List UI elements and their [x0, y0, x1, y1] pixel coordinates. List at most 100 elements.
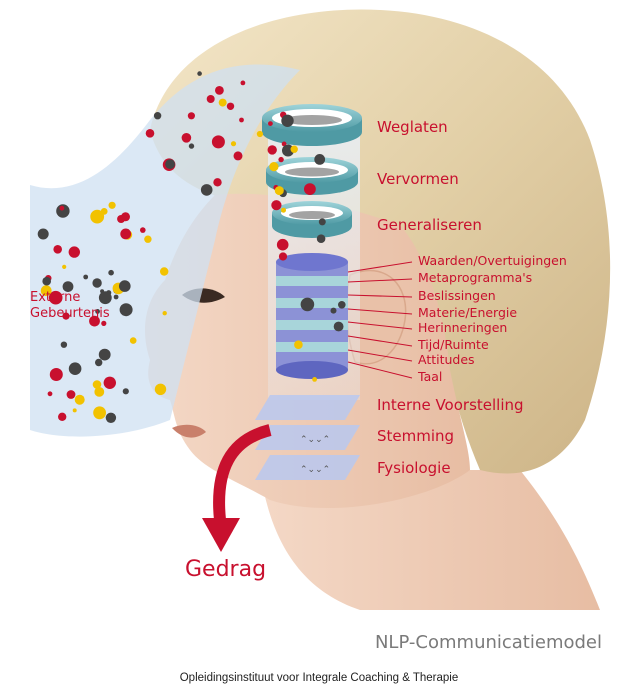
- event-dot: [333, 321, 344, 332]
- event-dot: [230, 141, 237, 147]
- svg-text:⌃⌄⌄⌃: ⌃⌄⌄⌃: [300, 435, 330, 445]
- event-dot: [215, 86, 224, 95]
- event-dot: [95, 309, 100, 314]
- event-dot: [62, 281, 74, 292]
- event-dot: [330, 307, 337, 314]
- event-dot: [93, 406, 106, 420]
- event-dot: [218, 98, 227, 107]
- event-dot: [101, 320, 107, 326]
- footer-text: Opleidingsinstituut voor Integrale Coach…: [179, 672, 459, 684]
- event-dot: [40, 285, 52, 297]
- label-taal: Taal: [418, 369, 443, 384]
- event-dot: [42, 276, 51, 286]
- event-dot: [119, 280, 131, 292]
- event-dot: [281, 114, 294, 128]
- event-dot: [239, 117, 244, 123]
- event-dot: [144, 235, 152, 243]
- label-metaprogrammas: Metaprogramma's: [418, 270, 533, 285]
- event-dot: [211, 135, 225, 149]
- event-dot: [105, 412, 117, 423]
- event-dot: [66, 390, 76, 399]
- behavior-arrow: [213, 424, 272, 521]
- label-generaliseren: Generaliseren: [377, 216, 482, 234]
- event-dot: [281, 141, 287, 147]
- svg-text:⌃⌄⌄⌃: ⌃⌄⌄⌃: [300, 465, 330, 475]
- event-dot: [312, 377, 317, 382]
- event-dot: [68, 362, 82, 376]
- event-dot: [278, 156, 284, 163]
- event-dot: [304, 183, 316, 196]
- event-dot: [276, 238, 289, 251]
- label-gebeurtenis: Gebeurtenis: [30, 306, 110, 321]
- event-dot: [47, 391, 53, 397]
- label-fysiologie: Fysiologie: [377, 459, 451, 477]
- event-dot: [200, 184, 213, 196]
- event-dot: [74, 394, 85, 405]
- event-dot: [318, 218, 326, 226]
- event-dots: [37, 71, 346, 423]
- label-materie: Materie/Energie: [418, 305, 518, 320]
- event-dot: [113, 294, 119, 300]
- event-dot: [271, 200, 282, 211]
- event-dot: [140, 227, 146, 233]
- label-leader-lines: [347, 261, 413, 379]
- state-plane-stemming: ⌃⌄⌄⌃: [255, 425, 360, 450]
- diagram-title: NLP-Communicatiemodel: [374, 632, 602, 653]
- label-tijd: Tijd/Ruimte: [418, 337, 489, 352]
- event-dot: [267, 145, 277, 155]
- external-event-bubble: [30, 64, 300, 437]
- label-gedrag: Gedrag: [185, 557, 267, 582]
- event-dot: [162, 311, 167, 316]
- event-dot: [316, 234, 326, 243]
- event-dot: [68, 246, 81, 258]
- event-dot: [48, 290, 63, 305]
- event-dot: [188, 143, 195, 149]
- event-dot: [122, 388, 129, 395]
- internal-filter-stack: [276, 253, 348, 379]
- label-herinneringen: Herinneringen: [418, 320, 508, 335]
- event-dot: [59, 205, 65, 211]
- event-dot: [108, 269, 114, 276]
- event-dot: [278, 252, 288, 261]
- event-dot: [153, 112, 162, 120]
- filter-ring-weglaten: [262, 104, 362, 146]
- lips-shape: [172, 424, 206, 438]
- event-dot: [290, 145, 298, 153]
- event-dot: [268, 121, 273, 126]
- event-dot: [58, 412, 67, 421]
- event-dot: [197, 71, 202, 76]
- behavior-arrow-head: [202, 518, 240, 552]
- event-dot: [56, 204, 70, 218]
- event-dot: [300, 297, 315, 312]
- label-vervormen: Vervormen: [377, 170, 459, 188]
- event-dot: [129, 337, 137, 344]
- event-dot: [294, 340, 303, 350]
- event-dot: [160, 267, 169, 276]
- event-dot: [103, 376, 117, 389]
- label-attitudes: Attitudes: [418, 352, 475, 367]
- event-dot: [117, 215, 126, 223]
- event-dot: [256, 130, 263, 138]
- event-dot: [187, 112, 195, 120]
- event-dot: [89, 315, 100, 327]
- state-plane-voorstelling: [255, 395, 360, 420]
- event-dot: [269, 162, 279, 172]
- event-dot: [154, 383, 167, 395]
- event-dot: [119, 303, 133, 317]
- event-dot: [181, 133, 192, 143]
- label-weglaten: Weglaten: [377, 118, 448, 136]
- event-dot: [233, 151, 243, 161]
- filter-ring-vervormen: [266, 157, 358, 195]
- event-dot: [98, 348, 111, 361]
- label-waarden: Waarden/Overtuigingen: [418, 253, 567, 268]
- label-beslissingen: Beslissingen: [418, 288, 496, 303]
- event-dot: [94, 387, 105, 397]
- event-dot: [281, 207, 286, 213]
- event-dot: [240, 80, 246, 86]
- event-dot: [98, 291, 112, 305]
- state-plane-fysiologie: ⌃⌄⌄⌃: [255, 455, 360, 480]
- event-dot: [92, 380, 102, 389]
- event-dot: [92, 278, 102, 288]
- label-externe-gebeurtenis: Externe Gebeurtenis: [30, 290, 110, 322]
